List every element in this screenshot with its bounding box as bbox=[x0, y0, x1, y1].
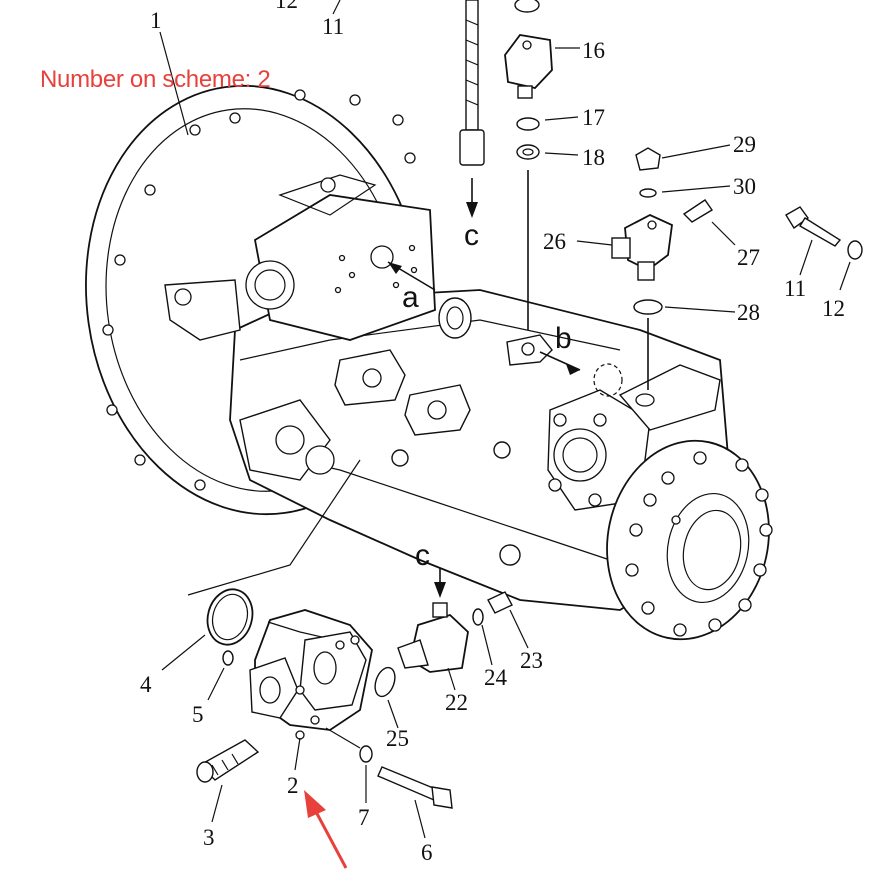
callout-23: 23 bbox=[520, 648, 543, 673]
leader-11-top bbox=[332, 0, 341, 15]
part-6-bolt bbox=[377, 766, 453, 839]
leader-1 bbox=[159, 31, 189, 136]
annotation-caption: Number on scheme: 2 bbox=[40, 66, 271, 93]
callout-16: 16 bbox=[582, 38, 605, 63]
part-3-solenoid bbox=[196, 739, 260, 823]
flow-label-b: b bbox=[555, 322, 572, 355]
flow-label-c-top: c bbox=[464, 219, 479, 252]
callout-1: 1 bbox=[150, 8, 162, 33]
part-16-block bbox=[504, 0, 580, 99]
callout-labels: 1 11 12 16 17 18 29 30 26 27 11 12 28 4 … bbox=[140, 0, 845, 865]
callout-11: 11 bbox=[784, 276, 806, 301]
callout-25: 25 bbox=[386, 726, 409, 751]
flow-arrow-a bbox=[387, 261, 436, 291]
part-11-bolt bbox=[785, 206, 842, 276]
callout-12-top: 12 bbox=[275, 0, 298, 13]
callout-24: 24 bbox=[484, 665, 508, 690]
callout-12: 12 bbox=[822, 296, 845, 321]
part-27-nipple bbox=[682, 199, 736, 246]
part-23-plug bbox=[487, 591, 529, 649]
flow-label-a: a bbox=[402, 281, 419, 314]
part-5-oring bbox=[207, 650, 234, 701]
callout-27: 27 bbox=[737, 245, 760, 270]
part-22-valve bbox=[397, 602, 469, 691]
main-pump-body bbox=[164, 174, 773, 641]
callout-26: 26 bbox=[543, 229, 566, 254]
callout-18: 18 bbox=[582, 145, 605, 170]
part-2-gear-pump bbox=[249, 609, 373, 771]
callout-6: 6 bbox=[421, 840, 433, 865]
pressure-rod-assembly bbox=[459, 0, 485, 218]
part-26-valve bbox=[576, 213, 673, 281]
annotation-pointer-arrow bbox=[304, 790, 348, 869]
callout-3: 3 bbox=[203, 825, 215, 850]
part-4-oring bbox=[161, 588, 254, 671]
callout-30: 30 bbox=[733, 174, 756, 199]
part-25-oring bbox=[374, 666, 399, 729]
flow-letter-labels: a b c c bbox=[402, 219, 572, 572]
callout-17: 17 bbox=[582, 105, 605, 130]
flow-arrow-b bbox=[539, 351, 581, 375]
part-28-oring bbox=[633, 299, 736, 390]
front-flange-bolts bbox=[625, 451, 773, 637]
part-30-oring bbox=[639, 185, 731, 198]
callout-29: 29 bbox=[733, 132, 756, 157]
callout-2: 2 bbox=[287, 773, 299, 798]
callout-22: 22 bbox=[445, 690, 468, 715]
part-29-plug bbox=[635, 144, 731, 171]
callout-11-top: 11 bbox=[322, 14, 344, 39]
callout-28: 28 bbox=[737, 300, 760, 325]
part-18-washer bbox=[516, 144, 579, 330]
flow-label-c-lower: c bbox=[415, 539, 430, 572]
part-12-washer bbox=[839, 240, 863, 291]
flow-arrow-c-lower bbox=[434, 568, 446, 598]
part-24-oring bbox=[472, 608, 493, 666]
callout-4: 4 bbox=[140, 672, 152, 697]
part-7-washer bbox=[359, 745, 373, 803]
regulator-small-holes bbox=[334, 244, 418, 294]
callout-7: 7 bbox=[358, 805, 370, 830]
part-17-oring bbox=[516, 116, 579, 131]
guide-line bbox=[187, 459, 361, 596]
callout-5: 5 bbox=[192, 702, 204, 727]
